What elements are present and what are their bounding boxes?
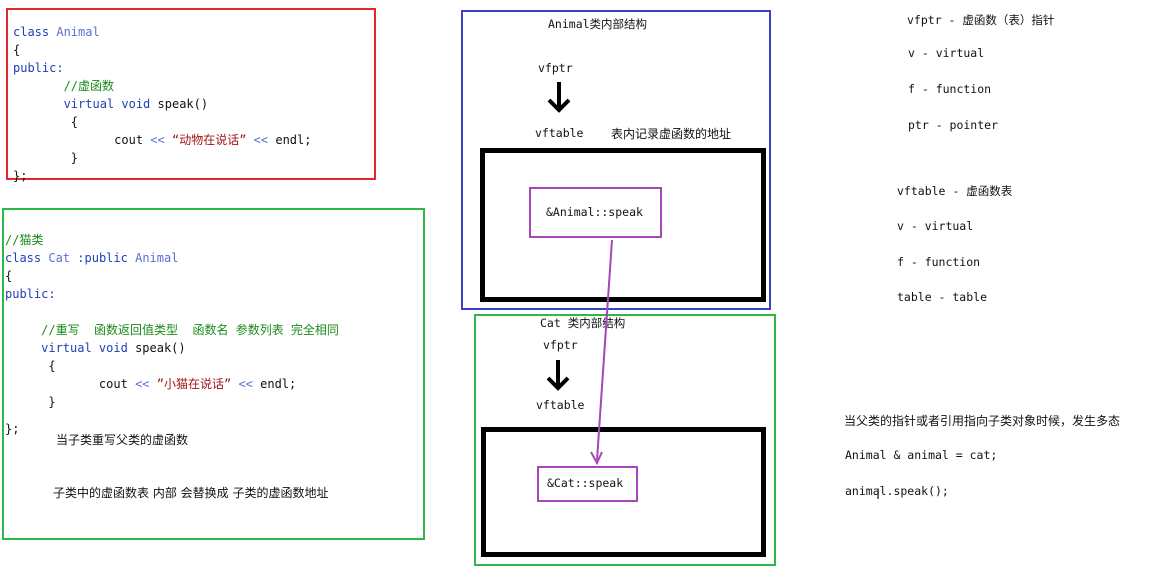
polymorphism-code-ref: Animal & animal = cat; <box>845 448 998 462</box>
animal-vftable-entry <box>529 187 662 238</box>
cat-down-arrow-icon <box>546 360 570 391</box>
animal-vfptr-label: vfptr <box>538 61 573 75</box>
animal-code: class Animal { public: //虚函数 virtual voi… <box>13 25 312 183</box>
def-vftable-v: v - virtual <box>897 219 974 233</box>
def-vftable: vftable - 虚函数表 <box>897 184 1013 198</box>
def-vfptr: vfptr - 虚函数（表）指针 <box>907 13 1055 27</box>
text-cursor-icon: I <box>876 487 881 503</box>
animal-class-line: class Animal <box>13 25 100 39</box>
animal-speak-entry-label: &Animal::speak <box>546 205 643 219</box>
cat-vftable-label: vftable <box>536 398 585 412</box>
cat-code-box <box>2 208 425 540</box>
def-vftable-f: f - function <box>897 255 981 269</box>
def-vfptr-ptr: ptr - pointer <box>908 118 999 132</box>
animal-structure-title: Animal类内部结构 <box>548 17 648 31</box>
def-vfptr-v: v - virtual <box>908 46 985 60</box>
cat-vfptr-label: vfptr <box>543 338 578 352</box>
cat-code-close: }; <box>5 422 20 436</box>
cat-structure-box <box>474 314 776 566</box>
polymorphism-heading: 当父类的指针或者引用指向子类对象时候，发生多态 <box>844 414 1121 428</box>
animal-vftable-note: 表内记录虚函数的地址 <box>611 127 732 141</box>
animal-code-box <box>6 8 376 180</box>
def-vfptr-f: f - function <box>908 82 992 96</box>
cat-vftable-entry <box>537 466 638 502</box>
def-vftable-table: table - table <box>897 290 988 304</box>
animal-down-arrow-icon <box>547 82 571 113</box>
cat-speak-entry-label: &Cat::speak <box>547 476 624 490</box>
polymorphism-code-call: animal.speak(); <box>845 484 949 498</box>
animal-vftable-box <box>480 148 766 302</box>
cat-structure-title: Cat 类内部结构 <box>540 316 626 330</box>
cat-code: //猫类 class Cat :public Animal { public: … <box>5 233 339 409</box>
cat-vftable-box <box>481 427 766 557</box>
cat-note-override: 当子类重写父类的虚函数 <box>56 433 189 447</box>
animal-structure-box <box>461 10 771 310</box>
cat-note-vftable-replace: 子类中的虚函数表 内部 会替换成 子类的虚函数地址 <box>53 486 329 500</box>
animal-vftable-label: vftable <box>535 126 584 140</box>
